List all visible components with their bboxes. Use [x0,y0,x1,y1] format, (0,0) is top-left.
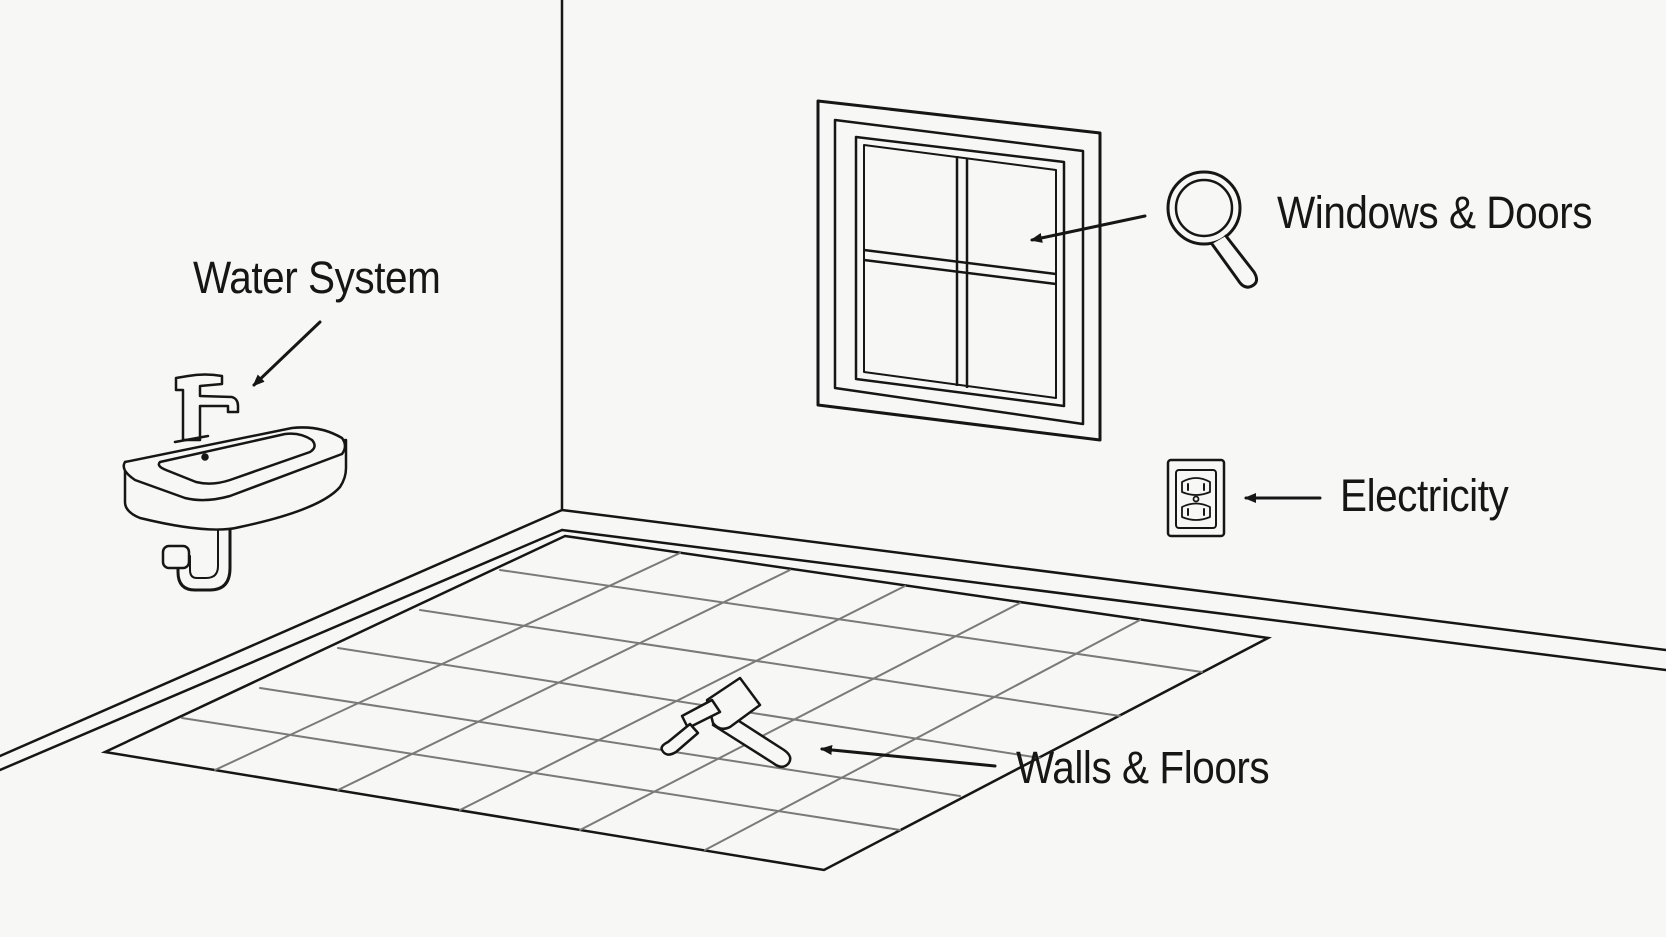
window-glass [863,144,1057,399]
back-baseboard-bottom [560,528,1666,672]
tile-row-line [499,569,1203,673]
left-baseboard-top [0,508,564,758]
sink-faucet-base [173,434,210,444]
window-muntin-horizontal [863,248,1057,276]
sink-basin-rim [122,426,347,502]
hammer-icon [660,676,792,768]
tile-row-line [181,717,901,831]
outlet-bottom-socket [1181,502,1211,521]
tile-row-line [337,647,1041,759]
outlet-receptacle [1175,469,1217,529]
tile-floor [100,534,1273,872]
outlet-icon [1166,458,1226,538]
room-walls [0,0,1666,772]
windows-doors-label: Windows & Doors [1277,187,1593,238]
outlet-faceplate [1166,458,1226,538]
walls-floors-label: Walls & Floors [1016,742,1270,793]
magnifier-lens-inner [1174,178,1234,238]
callout-arrows [252,214,1322,768]
tile-column-line [579,602,1021,831]
sink-drain [201,453,209,461]
electricity-label: Electricity [1340,470,1509,521]
outlet-top-socket [1181,477,1211,496]
tile-row-line [259,687,961,797]
magnifier-icon [1166,170,1259,289]
sink-faucet [174,373,240,442]
tile-column-line [214,552,681,771]
window-frame-inner [833,118,1085,426]
water-arrow [252,320,322,387]
magnifier-lens-outer [1166,170,1242,246]
hammer-claw [660,722,700,756]
tile-floor-outline [100,534,1273,872]
hammer-head [705,676,762,731]
magnifier-handle [1210,234,1259,289]
window-muntin-horizontal [863,258,1057,286]
window-outer-frame [816,99,1102,442]
sink-icon [122,373,348,592]
tile-column-line [704,619,1141,851]
sink-drain-pipe [176,523,232,592]
tile-row-line [419,609,1121,717]
sink-trap-cap [161,544,191,570]
windows-arrow [1030,214,1147,243]
left-baseboard-bottom [0,528,564,772]
walls-arrow [820,745,997,768]
window-sash [854,135,1066,408]
sink-drain-pipe-inner [189,524,219,579]
outlet-screw [1192,495,1200,503]
hammer-neck [680,698,722,730]
back-baseboard-top [560,508,1666,652]
sink-bowl [157,432,316,485]
tile-column-line [459,585,906,811]
window-icon [816,99,1102,442]
tile-column-line [337,569,791,791]
water-system-label: Water System [193,252,441,303]
